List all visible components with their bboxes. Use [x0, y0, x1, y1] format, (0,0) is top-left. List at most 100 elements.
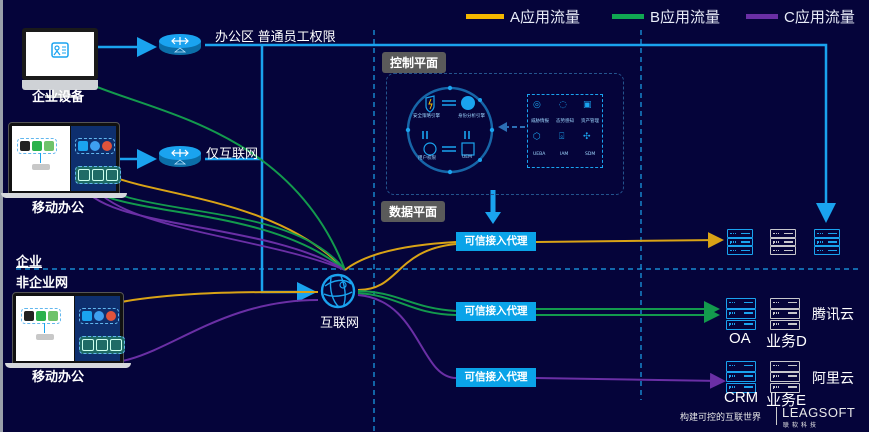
business-d-server-icon[interactable] [770, 298, 800, 330]
legend-label-b: B应用流量 [650, 9, 721, 26]
legend-swatch-a [466, 14, 504, 19]
server-icon[interactable] [727, 229, 753, 256]
legend-label-c: C应用流量 [784, 9, 855, 26]
work-space-panel [71, 126, 121, 191]
wechat-icon [32, 141, 42, 151]
server-icon[interactable] [770, 229, 796, 256]
cycle-node-label: 用户权限 [418, 156, 436, 161]
id-card-icon [51, 42, 69, 58]
legend-item-a: A应用流量 [466, 6, 580, 27]
wechat-icon [36, 311, 46, 321]
control-plane-tag: 控制平面 [382, 52, 447, 73]
situation-awareness-icon: ◌ [559, 100, 567, 110]
browser-icon [102, 141, 112, 151]
app-icon [48, 311, 58, 321]
trusted-access-proxy-1[interactable]: 可信接入代理 [456, 232, 536, 251]
legend-swatch-b [612, 14, 644, 19]
storage-icon [32, 164, 50, 170]
contacts-icon [96, 339, 108, 351]
uem-icon [461, 142, 475, 156]
personal-space-panel [16, 296, 74, 361]
mobile-office-label-1: 移动办公 [32, 201, 85, 216]
capability-label: 威胁情报 [531, 119, 549, 124]
contacts-icon [92, 169, 104, 181]
qq-icon [24, 311, 34, 321]
internet-label: 互联网 [320, 315, 360, 330]
aliyun-cloud-label: 阿里云 [812, 370, 854, 386]
laptop-base [1, 193, 127, 198]
router-icon-office[interactable] [158, 33, 202, 55]
work-apps-group-1 [79, 308, 119, 324]
enterprise-device-monitor[interactable] [22, 28, 98, 90]
storage-icon [36, 334, 54, 340]
personal-space-panel [12, 126, 70, 191]
capability-label: IAM [560, 152, 569, 157]
oa-server-icon[interactable] [726, 298, 756, 330]
capability-label: UEBA [533, 152, 546, 157]
slogan: 构建可控的互联世界 [680, 412, 762, 422]
oa-label: OA [729, 330, 751, 347]
business-d-label: 业务D [766, 333, 807, 350]
work-space-panel [75, 296, 125, 361]
mobile-office-laptop-1[interactable] [1, 122, 127, 198]
laptop-base [5, 363, 131, 368]
business-e-label: 业务E [766, 392, 807, 409]
crm-icon [82, 339, 94, 351]
grid-app-icon [82, 311, 92, 321]
trusted-access-proxy-2[interactable]: 可信接入代理 [456, 302, 536, 321]
work-apps-group-2 [75, 166, 121, 184]
capability-label: 资产管理 [581, 119, 599, 124]
legend-item-c: C应用流量 [746, 6, 855, 27]
crm-server-icon[interactable] [726, 361, 756, 393]
crm-icon [78, 169, 90, 181]
brain-icon [461, 96, 475, 110]
office-area-route-label: 办公区 普通员工权限 [215, 29, 336, 44]
monitor-screen [26, 32, 94, 76]
zone-label-non-enterprise: 非企业网 [16, 276, 69, 291]
asset-management-icon: ▣ [583, 100, 592, 110]
server-icon[interactable] [814, 229, 840, 256]
monitor-stand-base [45, 95, 77, 98]
cloud-icon [94, 311, 104, 321]
trusted-access-proxy-3[interactable]: 可信接入代理 [456, 368, 536, 387]
data-plane-tag: 数据平面 [381, 201, 446, 222]
link-line [40, 153, 41, 163]
personal-apps-group [17, 138, 57, 154]
shield-icon [425, 95, 435, 113]
user-icon [423, 142, 437, 156]
legend-item-b: B应用流量 [612, 6, 720, 27]
grid-app-icon [78, 141, 88, 151]
zone-label-enterprise: 企业 [16, 255, 43, 270]
cycle-node-label: 安全策略引擎 [413, 114, 440, 119]
capability-label: 态势感知 [556, 119, 574, 124]
mobile-office-laptop-2[interactable] [5, 292, 131, 368]
control-plane-box [386, 73, 624, 195]
business-e-server-icon[interactable] [770, 361, 800, 393]
ueba-icon: ⬡ [533, 132, 541, 142]
monitor-chin [22, 80, 98, 90]
control-cycle-diagram [405, 85, 495, 175]
link-line [44, 323, 45, 333]
legend-swatch-c [746, 14, 778, 19]
work-apps-group-2 [79, 336, 125, 354]
qq-icon [20, 141, 30, 151]
sdm-icon: ✣ [583, 132, 591, 142]
brand-divider [776, 407, 777, 425]
router-icon-internet-only[interactable] [158, 145, 202, 167]
capabilities-box [527, 94, 603, 168]
cycle-node-label: UEM [462, 155, 473, 160]
left-edge-border [0, 0, 3, 432]
threat-intel-icon: ◎ [533, 100, 541, 110]
monitor-stand [52, 90, 70, 96]
cloud-icon [90, 141, 100, 151]
iam-icon: ⌻ [559, 132, 565, 142]
internet-only-route-label: 仅互联网 [206, 146, 259, 161]
brand-logo: LEAGSOFT [782, 405, 856, 420]
mail-icon [110, 339, 122, 351]
enterprise-device-label: 企业设备 [32, 90, 85, 105]
cycle-node-label: 身份分析引擎 [458, 114, 485, 119]
capability-label: SDM [585, 152, 596, 157]
crm-label: CRM [724, 389, 759, 406]
internet-globe-icon[interactable] [319, 272, 357, 310]
legend-label-a: A应用流量 [510, 9, 581, 26]
